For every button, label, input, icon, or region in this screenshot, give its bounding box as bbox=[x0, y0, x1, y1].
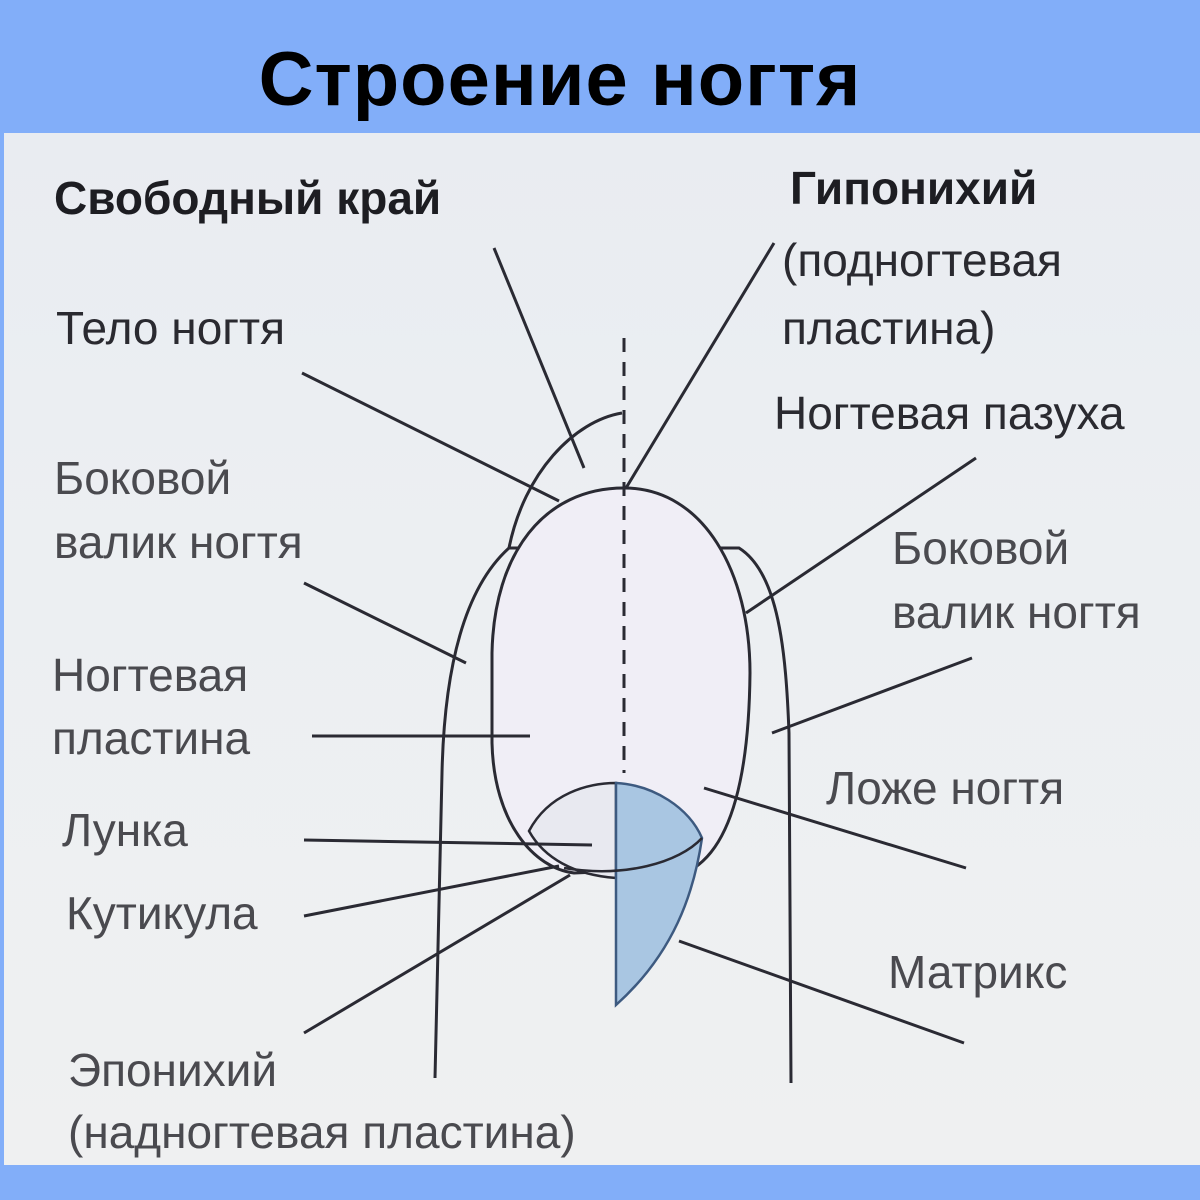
free-edge-arc bbox=[507, 411, 623, 549]
label-nail-sinus: Ногтевая пазуха bbox=[774, 387, 1125, 439]
nail-diagram bbox=[301, 242, 977, 1084]
leader-lateral-fold-right bbox=[771, 656, 973, 735]
page-title: Строение ногтя bbox=[258, 37, 862, 122]
leader-eponychium bbox=[303, 873, 571, 1035]
label-lateral-fold-right-line2: валик ногтя bbox=[892, 586, 1141, 638]
label-eponychium-line1: Эпонихий bbox=[68, 1044, 278, 1096]
matrix-shape bbox=[614, 781, 704, 1008]
label-lunula: Лунка bbox=[62, 804, 188, 856]
label-hyponychium-line1: Гипонихий bbox=[790, 162, 1038, 214]
label-free-edge: Свободный край bbox=[54, 172, 442, 224]
label-nail-body: Тело ногтя bbox=[56, 302, 286, 354]
leader-nail-sinus bbox=[745, 456, 977, 615]
leader-free-edge bbox=[492, 247, 586, 469]
label-nail-plate-line2: пластина bbox=[52, 712, 251, 764]
label-matrix: Матрикс bbox=[888, 946, 1068, 998]
leader-lunula bbox=[303, 838, 593, 847]
leader-lateral-fold-left bbox=[303, 581, 467, 665]
label-eponychium-line2: (надногтевая пластина) bbox=[68, 1106, 576, 1158]
leader-matrix bbox=[678, 939, 965, 1045]
diagram-panel: Свободный край Тело ногтя Боковой валик … bbox=[4, 133, 1200, 1165]
leader-nail-body bbox=[301, 371, 560, 503]
matrix-inner-line bbox=[563, 837, 703, 873]
label-nail-plate-line1: Ногтевая bbox=[52, 649, 249, 701]
label-nail-bed: Ложе ногтя bbox=[826, 762, 1065, 814]
label-lateral-fold-right-line1: Боковой bbox=[892, 522, 1070, 574]
label-hyponychium-line3: пластина) bbox=[782, 302, 996, 354]
label-hyponychium-line2: (подногтевая bbox=[782, 234, 1062, 286]
label-lateral-fold-left-line2: валик ногтя bbox=[54, 516, 303, 568]
leader-hyponychium bbox=[624, 242, 776, 489]
label-cuticle: Кутикула bbox=[66, 887, 258, 939]
label-lateral-fold-left-line1: Боковой bbox=[54, 452, 232, 504]
leader-nail-bed bbox=[703, 786, 967, 870]
leader-cuticle bbox=[303, 864, 560, 918]
